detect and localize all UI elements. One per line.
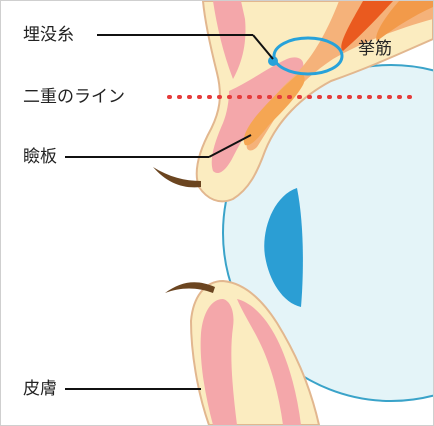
lower-lid-pink-tissue-2 <box>237 299 301 425</box>
label-double-eyelid-line: 二重のライン <box>23 87 125 107</box>
leader-line-tarsal-plate-angle <box>208 134 252 158</box>
upper-eyelash <box>153 167 201 188</box>
label-levator-muscle: 挙筋 <box>358 39 392 59</box>
upper-eyelid <box>195 1 433 203</box>
lower-lid-pink-tissue-1 <box>200 299 237 425</box>
label-skin: 皮膚 <box>23 379 57 399</box>
levator-muscle-dark <box>341 1 393 51</box>
eyeball <box>222 64 433 402</box>
upper-lid-pink-tissue <box>213 1 246 79</box>
label-tarsal-plate: 瞼板 <box>23 147 57 167</box>
label-buried-suture: 埋没糸 <box>23 25 74 45</box>
leader-line-buried-suture-angle <box>252 34 274 60</box>
levator-muscle-dark-2 <box>376 1 433 41</box>
cornea <box>264 188 303 307</box>
buried-suture-ring <box>272 36 344 76</box>
tarsal-plate <box>243 73 305 146</box>
buried-suture-knot <box>268 56 278 66</box>
lower-eyelash <box>165 282 215 293</box>
